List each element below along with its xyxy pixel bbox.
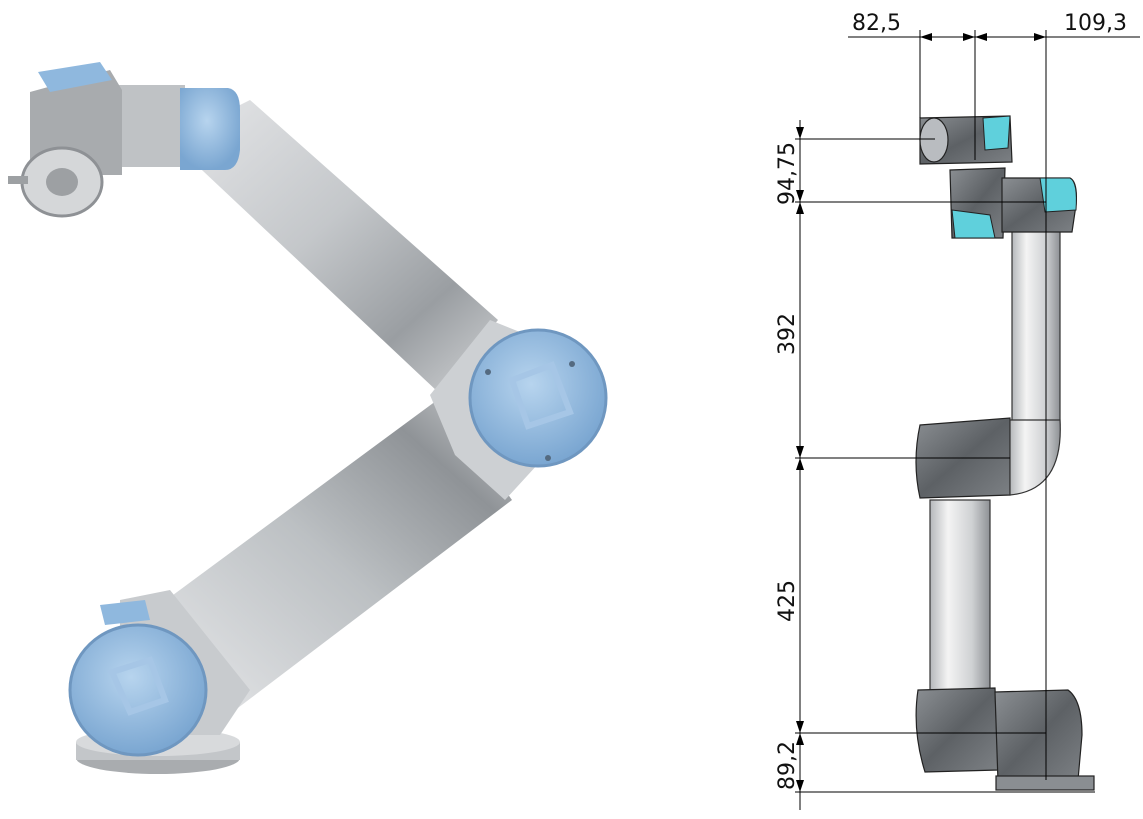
elbow-cap-screw	[569, 361, 575, 367]
elbow-cap-screw	[545, 455, 551, 461]
elbow-cap-logo	[508, 361, 574, 430]
wrist3-accent	[982, 115, 1011, 151]
upper-arm-tube	[150, 398, 512, 720]
dim-label-upper-arm: 425	[775, 580, 800, 622]
base-small-cap	[100, 600, 150, 625]
dim-label-top-left: 82,5	[852, 11, 901, 36]
elbow-cap-rim	[468, 328, 608, 468]
tool-flange-center	[46, 168, 78, 196]
robot-arm-photo	[8, 62, 608, 774]
dim-arrow	[796, 127, 804, 792]
base-cap-logo	[107, 656, 169, 716]
tool-flange-cap	[38, 62, 112, 92]
dim-arrow	[920, 33, 1046, 41]
wrist-blue-cap	[180, 88, 240, 170]
technical-drawing: 82,5 109,3 94,75 392 425 89,2	[775, 11, 1140, 810]
upper-arm-drawing-tube	[929, 499, 991, 691]
forearm-tube	[170, 100, 498, 392]
wrist-tube-segment	[115, 85, 185, 167]
dim-label-wrist-height: 94,75	[775, 142, 800, 205]
base-joint-drawing	[994, 689, 1083, 783]
forearm-drawing-tube	[1011, 224, 1061, 426]
base-cap-rim	[68, 623, 208, 757]
base-joint-cap	[70, 625, 206, 755]
dim-label-forearm: 392	[775, 313, 800, 355]
elbow-bend-drawing	[1009, 419, 1061, 496]
wrist3-flange	[919, 117, 949, 163]
dim-label-base-height: 89,2	[775, 741, 800, 790]
dim-label-top-right: 109,3	[1064, 11, 1127, 36]
shoulder-drawing	[915, 687, 999, 773]
wrist2-accent	[951, 209, 996, 239]
base-foot-drawing	[995, 775, 1095, 791]
tool-flange-pin	[8, 176, 28, 184]
wrist1-accent	[1039, 177, 1077, 213]
elbow-cap-screw	[485, 369, 491, 375]
